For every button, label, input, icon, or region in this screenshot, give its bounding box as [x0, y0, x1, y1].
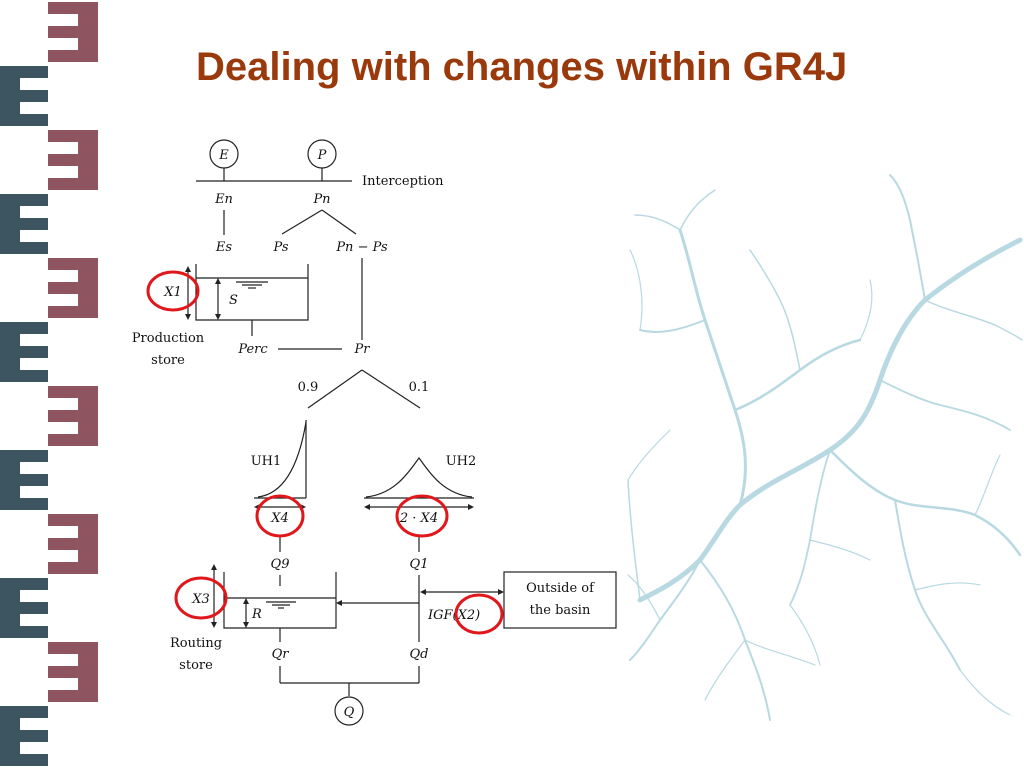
- production-store-tank: [195, 264, 309, 321]
- outside-basin-label-line2: the basin: [530, 603, 591, 618]
- diagram-labels: E P Interception En Pn Es Ps Pn − Ps S X…: [132, 148, 595, 720]
- q9-label: Q9: [271, 557, 290, 572]
- s-label: S: [229, 293, 238, 308]
- sidebar-glyph-rose: [48, 642, 98, 702]
- two-x4-label: 2 · X4: [399, 511, 438, 526]
- q1-label: Q1: [410, 557, 429, 572]
- es-label: Es: [215, 240, 232, 255]
- sidebar-decoration: [0, 2, 98, 766]
- ps-label: Ps: [272, 240, 288, 255]
- gr4j-diagram: [185, 139, 617, 726]
- sidebar-glyph-slate: [0, 578, 48, 638]
- highlight-x2: [454, 593, 504, 635]
- production-store-label-line2: store: [151, 353, 185, 368]
- node-e-label: E: [218, 148, 229, 163]
- sidebar-glyph-slate: [0, 450, 48, 510]
- node-p-label: P: [317, 148, 327, 163]
- x4-label: X4: [270, 511, 289, 526]
- river-network-illustration: [627, 174, 1023, 721]
- perc-label: Perc: [237, 342, 268, 357]
- uh1-label: UH1: [251, 454, 282, 469]
- qd-label: Qd: [410, 647, 429, 662]
- sidebar-glyph-rose: [48, 258, 98, 318]
- sidebar-glyph-rose: [48, 386, 98, 446]
- outside-basin-box: [503, 571, 617, 629]
- sidebar-glyph-rose: [48, 130, 98, 190]
- routing-store-label-line2: store: [179, 658, 213, 673]
- outside-basin-label-line1: Outside of: [526, 581, 595, 596]
- parameter-highlights: [146, 270, 504, 635]
- highlight-x4: [255, 494, 305, 538]
- highlight-x1: [146, 270, 200, 312]
- slide-title: Dealing with changes within GR4J: [196, 45, 847, 89]
- node-q-circle: [334, 696, 364, 726]
- highlight-x3: [174, 576, 228, 620]
- split-right-label: 0.1: [409, 380, 430, 395]
- sidebar-glyph-slate: [0, 322, 48, 382]
- routing-store-label-line1: Routing: [170, 636, 222, 651]
- sidebar-glyph-rose: [48, 2, 98, 62]
- sidebar-glyph-slate: [0, 706, 48, 766]
- split-left-label: 0.9: [298, 380, 319, 395]
- pr-label: Pr: [354, 342, 371, 357]
- x1-label: X1: [163, 285, 182, 300]
- interception-label: Interception: [362, 174, 444, 189]
- uh2-curve: [365, 456, 473, 498]
- uh2-label: UH2: [446, 454, 477, 469]
- highlight-two-x4: [395, 494, 449, 538]
- sidebar-glyph-rose: [48, 514, 98, 574]
- qr-label: Qr: [272, 647, 290, 662]
- en-label: En: [214, 192, 233, 207]
- pn-minus-ps-label: Pn − Ps: [335, 240, 388, 255]
- igf-label: IGF(X2): [427, 608, 480, 623]
- uh1-curve: [257, 421, 307, 498]
- sidebar-glyph-slate: [0, 194, 48, 254]
- sidebar-glyph-slate: [0, 66, 48, 126]
- x3-label: X3: [191, 592, 210, 607]
- pn-label: Pn: [312, 192, 330, 207]
- production-store-label-line1: Production: [132, 331, 205, 346]
- node-q-label: Q: [344, 705, 355, 720]
- r-label: R: [251, 607, 262, 622]
